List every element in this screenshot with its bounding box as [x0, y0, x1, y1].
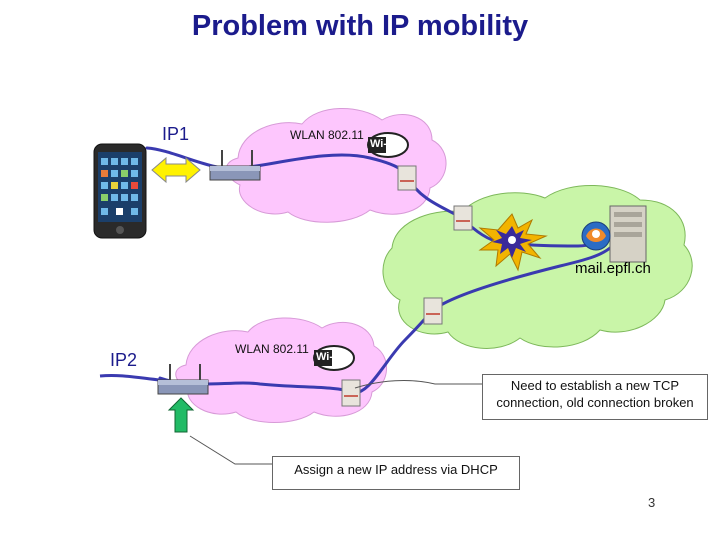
- access-point-icon-bottom: [157, 364, 209, 395]
- callout-dhcp-text: Assign a new IP address via DHCP: [294, 462, 498, 477]
- wifi-logo-bottom: [313, 345, 355, 371]
- callout-tcp: Need to establish a new TCP connection, …: [482, 374, 708, 420]
- slide-title: Problem with IP mobility: [191, 10, 529, 42]
- link-stub: [99, 374, 161, 382]
- page-number: 3: [648, 495, 656, 510]
- connection-break-icon: [478, 213, 548, 272]
- double-arrow-icon: [151, 156, 201, 184]
- wifi-logo-text-bottom: Wi-Fi: [316, 351, 343, 363]
- callout-tcp-line2: connection, old connection broken: [496, 395, 694, 410]
- callout-tcp-leader: [354, 380, 488, 389]
- wifi-logo-text-top: Wi-Fi: [370, 138, 397, 150]
- ip2-label: IP2: [110, 350, 138, 370]
- access-point-icon-top: [209, 150, 261, 181]
- callout-dhcp: Assign a new IP address via DHCP: [272, 456, 520, 490]
- up-arrow-icon: [167, 397, 195, 433]
- wifi-logo-top: [367, 132, 409, 158]
- callout-dhcp-leader: [189, 435, 275, 465]
- wlan-cloud-bottom: [175, 317, 387, 423]
- server-label: mail.epfl.ch: [575, 260, 651, 277]
- smartphone-icon: [93, 143, 147, 239]
- router-icon-internet-bottom: [423, 297, 443, 325]
- ip1-label: IP1: [162, 124, 190, 144]
- mail-server-icon: [581, 205, 647, 263]
- router-icon-internet-top: [453, 205, 473, 231]
- wlan-label-top: WLAN 802.11: [290, 128, 364, 142]
- wlan-label-bottom: WLAN 802.11: [235, 342, 309, 356]
- router-icon-bottom-wlan: [341, 379, 361, 407]
- link-bottom-path: [158, 246, 612, 395]
- router-icon-top-wlan: [397, 165, 417, 191]
- callout-tcp-line1: Need to establish a new TCP: [510, 378, 680, 393]
